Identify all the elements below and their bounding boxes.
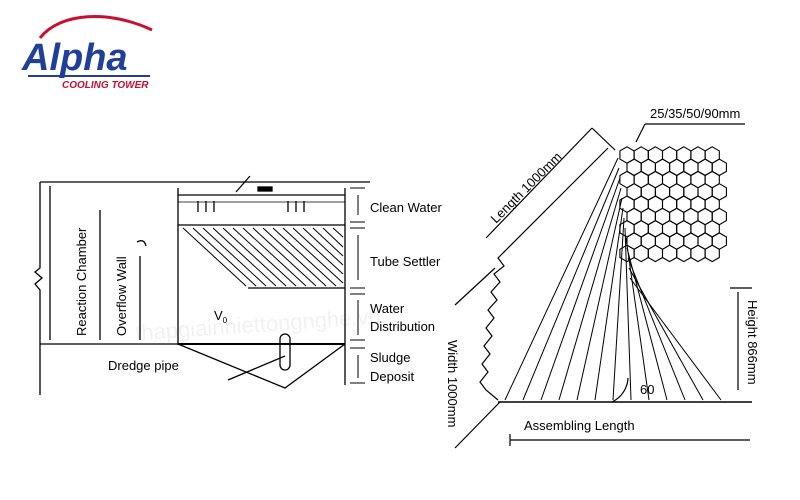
width-dim-line xyxy=(454,401,501,449)
tube-settler-hatching xyxy=(182,227,344,287)
logo-name: Alpha xyxy=(21,37,128,79)
hex-cell xyxy=(661,244,678,263)
assembling-length-label: Assembling Length xyxy=(524,418,635,433)
tube-rib xyxy=(627,257,686,401)
brand-logo: Alpha COOLING TOWER xyxy=(21,15,153,91)
width-dim-top xyxy=(454,267,496,306)
tank-left-wall xyxy=(33,182,43,395)
angle-label: 60 xyxy=(640,382,654,397)
sludge-label-2: Deposit xyxy=(370,369,414,384)
hex-cell xyxy=(676,244,692,263)
clean-water-label: Clean Water xyxy=(370,200,442,215)
tube-rib xyxy=(558,187,622,401)
length-dim-line xyxy=(485,127,593,239)
height-label: Height 866mm xyxy=(745,300,760,385)
tube-rib xyxy=(625,237,650,401)
tube-rib xyxy=(540,177,621,401)
module-left-edge xyxy=(479,147,609,401)
tube-rib xyxy=(624,227,632,401)
tube-rib xyxy=(576,197,623,401)
sludge-hopper xyxy=(177,343,346,389)
inlet-pipe xyxy=(235,175,251,193)
logo-tagline: COOLING TOWER xyxy=(62,80,149,91)
dredge-pipe xyxy=(279,333,291,371)
honeycomb-face xyxy=(619,146,727,263)
tube-rib xyxy=(522,167,620,401)
reaction-chamber-label: Reaction Chamber xyxy=(74,227,89,336)
width-label: Width 1000mm xyxy=(445,340,460,427)
velocity-subscript: 0 xyxy=(223,316,228,325)
cell-size-tick xyxy=(635,123,646,143)
dredge-pipe-label: Dredge pipe xyxy=(108,358,179,373)
tube-settler-label: Tube Settler xyxy=(370,254,441,269)
velocity-symbol: V xyxy=(214,308,223,323)
tube-rib xyxy=(628,267,704,401)
clarifier-cross-section xyxy=(33,175,370,395)
angle-arc xyxy=(611,377,629,403)
length-label: Length 1000mm xyxy=(488,149,565,226)
tube-rib xyxy=(612,217,625,401)
tube-rib xyxy=(594,207,624,401)
tube-rib xyxy=(629,277,722,401)
length-dim-ext xyxy=(591,127,616,151)
tube-ribs xyxy=(504,157,722,401)
water-distribution-label-1: Water xyxy=(370,301,405,316)
hex-cell xyxy=(704,244,720,263)
tube-rib xyxy=(504,157,619,401)
overflow-curl xyxy=(136,240,147,247)
hex-cell xyxy=(690,244,706,263)
hex-cell xyxy=(647,244,664,263)
logo-swoosh xyxy=(38,15,153,39)
cell-size-label: 25/35/50/90mm xyxy=(650,106,740,121)
inlet-cap xyxy=(257,186,273,192)
tube-settler-module xyxy=(454,123,752,449)
overflow-wall-label: Overflow Wall xyxy=(114,256,129,336)
velocity-label: V0 xyxy=(214,308,228,325)
dredge-leader xyxy=(227,355,286,381)
hex-cell xyxy=(633,244,649,263)
dimension-markers xyxy=(350,187,365,384)
sludge-label-1: Sludge xyxy=(370,350,410,365)
water-distribution-label-2: Distribution xyxy=(370,319,435,334)
